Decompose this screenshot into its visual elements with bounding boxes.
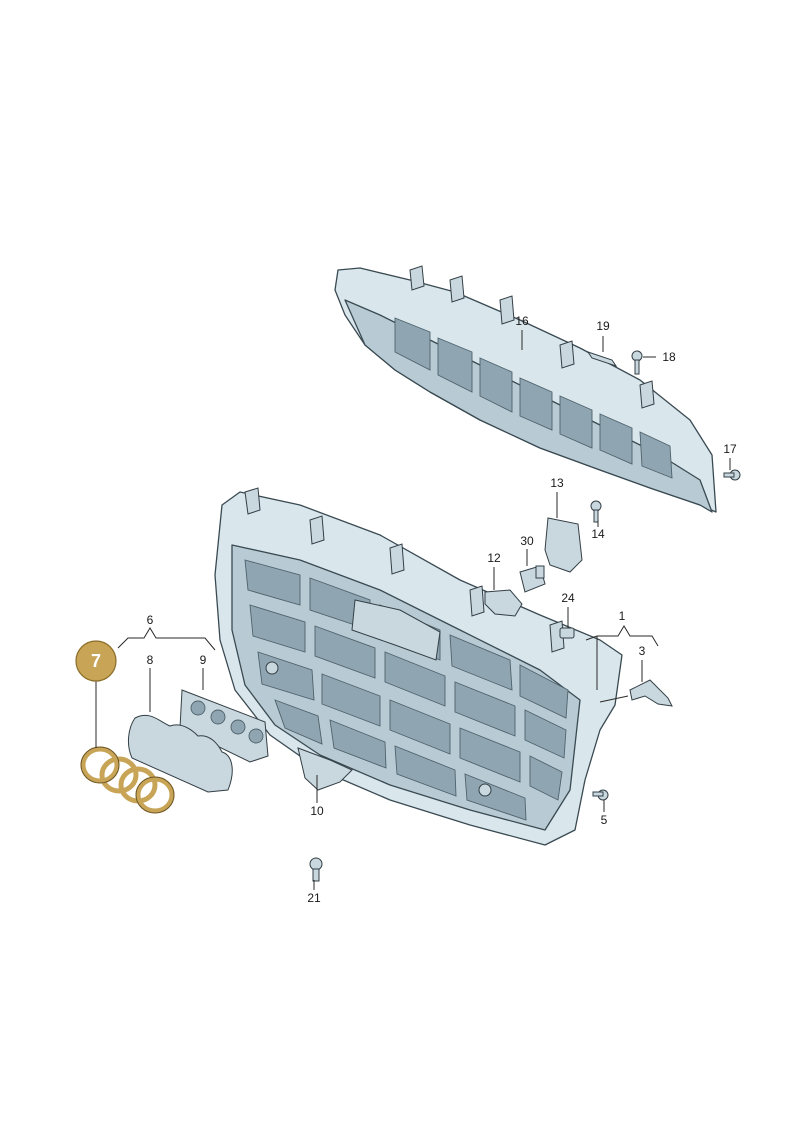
label-1: 1 xyxy=(619,609,626,623)
label-8: 8 xyxy=(147,653,154,667)
leader-lines xyxy=(95,330,731,890)
part-10-bracket[interactable] xyxy=(297,747,353,791)
label-30: 30 xyxy=(520,534,534,548)
label-17: 17 xyxy=(723,442,737,456)
upper-carrier-bracket[interactable] xyxy=(334,265,717,513)
part-24-clip[interactable] xyxy=(559,627,575,639)
part-3-bracket[interactable] xyxy=(629,679,673,707)
label-18: 18 xyxy=(662,350,676,364)
part-9-emblem-carrier[interactable] xyxy=(179,689,269,763)
part-19-strip[interactable] xyxy=(586,351,618,367)
label-5: 5 xyxy=(601,813,608,827)
label-21: 21 xyxy=(307,891,321,905)
label-12: 12 xyxy=(487,551,501,565)
part-18-screw[interactable] xyxy=(631,350,643,375)
part-14-screw[interactable] xyxy=(590,500,602,523)
part-13-bracket[interactable] xyxy=(544,517,583,573)
label-19: 19 xyxy=(596,319,610,333)
part-number-labels: 16 19 18 17 13 14 30 12 24 1 3 5 10 21 6… xyxy=(147,314,737,905)
part-21-screw[interactable] xyxy=(309,857,323,882)
callout-part-7[interactable]: 7 xyxy=(75,640,117,682)
label-9: 9 xyxy=(200,653,207,667)
part-17-screw[interactable] xyxy=(723,469,741,481)
label-13: 13 xyxy=(550,476,564,490)
label-16: 16 xyxy=(515,314,529,328)
part-5-screw[interactable] xyxy=(592,789,609,801)
callout-7-text: 7 xyxy=(91,651,101,671)
label-10: 10 xyxy=(310,804,324,818)
label-24: 24 xyxy=(561,591,575,605)
part-12-bracket[interactable] xyxy=(484,589,523,617)
label-14: 14 xyxy=(591,527,605,541)
part-7-rings-emblem[interactable] xyxy=(80,746,175,814)
part-30-sensor[interactable] xyxy=(519,565,546,593)
part-8-emblem-base[interactable] xyxy=(127,714,233,793)
label-3: 3 xyxy=(639,644,646,658)
label-6: 6 xyxy=(147,613,154,627)
